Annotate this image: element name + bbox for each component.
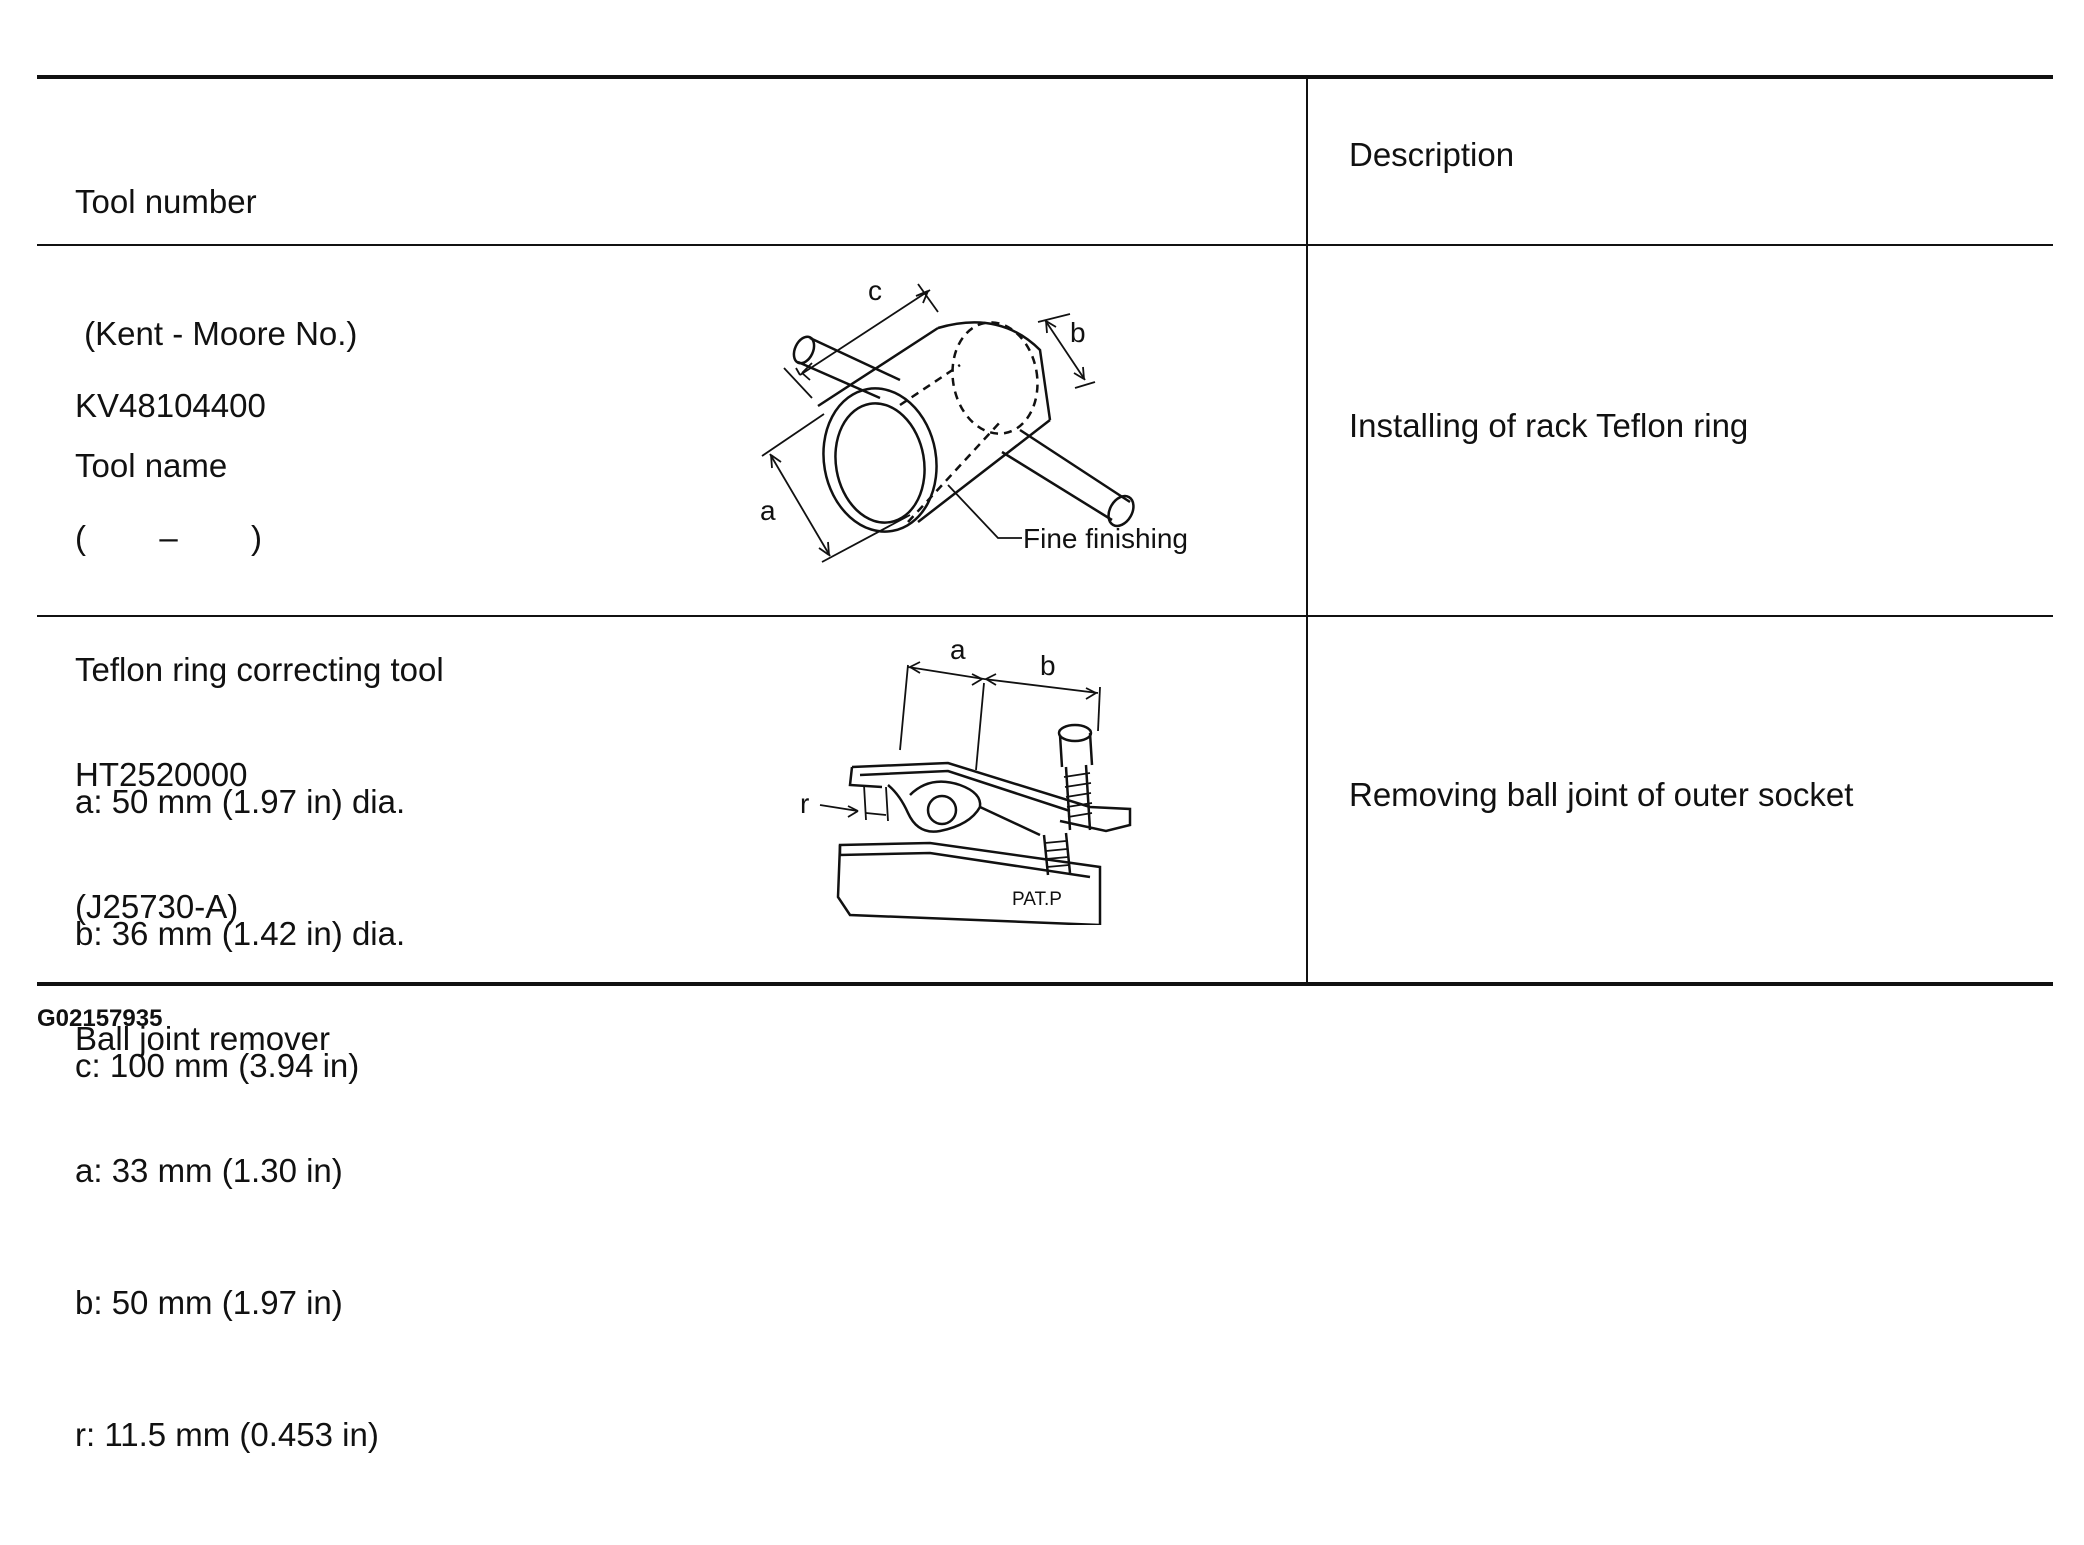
table-bottom-rule <box>37 982 2053 986</box>
row1-description: Installing of rack Teflon ring <box>1349 407 1749 444</box>
header-kent-moore-label: (Kent - Moore No.) <box>75 315 358 352</box>
row2-kent-moore-number: (J25730-A) <box>75 888 239 925</box>
row2-tool-number: HT2520000 <box>75 756 248 793</box>
row1-dimension-c: c: 100 mm (3.94 in) <box>75 1047 360 1084</box>
fig2-stamp-label: PAT.P <box>1012 889 1062 910</box>
row2-dimension-r: r: 11.5 mm (0.453 in) <box>75 1416 379 1453</box>
header-bottom-rule <box>37 244 2053 246</box>
fig2-label-b: b <box>1040 650 1056 681</box>
fig2-label-a: a <box>950 635 966 665</box>
header-tool-number-label: Tool number <box>75 183 257 220</box>
column-divider <box>1306 77 1308 984</box>
ball-joint-remover-illustration: a b r PAT.P <box>800 635 1160 925</box>
header-tool-cell: Tool number (Kent - Moore No.) Tool name <box>75 92 357 576</box>
figure-id: G02157935 <box>37 1005 163 1032</box>
row2-tool-name: Ball joint remover <box>75 1020 330 1057</box>
fig1-label-c: c <box>868 275 882 306</box>
header-tool-name-label: Tool name <box>75 447 228 484</box>
row1-dimension-a: a: 50 mm (1.97 in) dia. <box>75 783 406 820</box>
row1-tool-number: KV48104400 <box>75 387 266 424</box>
row2-dimension-a: a: 33 mm (1.30 in) <box>75 1152 343 1189</box>
row1-tool-name: Teflon ring correcting tool <box>75 651 444 688</box>
fig1-label-a: a <box>760 495 776 526</box>
fig1-label-b: b <box>1070 317 1086 348</box>
teflon-ring-tool-illustration: c b a Fine finishing <box>740 270 1230 580</box>
row1-dimension-b: b: 36 mm (1.42 in) dia. <box>75 915 406 952</box>
row2-dimension-b: b: 50 mm (1.97 in) <box>75 1284 343 1321</box>
table-top-rule <box>37 75 2053 79</box>
header-description-label: Description <box>1349 136 1515 173</box>
row2-description: Removing ball joint of outer socket <box>1349 776 1854 813</box>
fig1-fine-finishing-label: Fine finishing <box>1023 523 1188 554</box>
fig2-label-r: r <box>800 788 809 819</box>
row2-tool-cell: HT2520000 (J25730-A) Ball joint remover … <box>75 665 379 1545</box>
row1-kent-moore-number: ( – ) <box>75 519 263 556</box>
row1-tool-cell: KV48104400 ( – ) Teflon ring correcting … <box>75 296 444 1176</box>
row1-bottom-rule <box>37 615 2053 617</box>
tool-table-page: Tool number (Kent - Moore No.) Tool name… <box>37 75 2053 1453</box>
